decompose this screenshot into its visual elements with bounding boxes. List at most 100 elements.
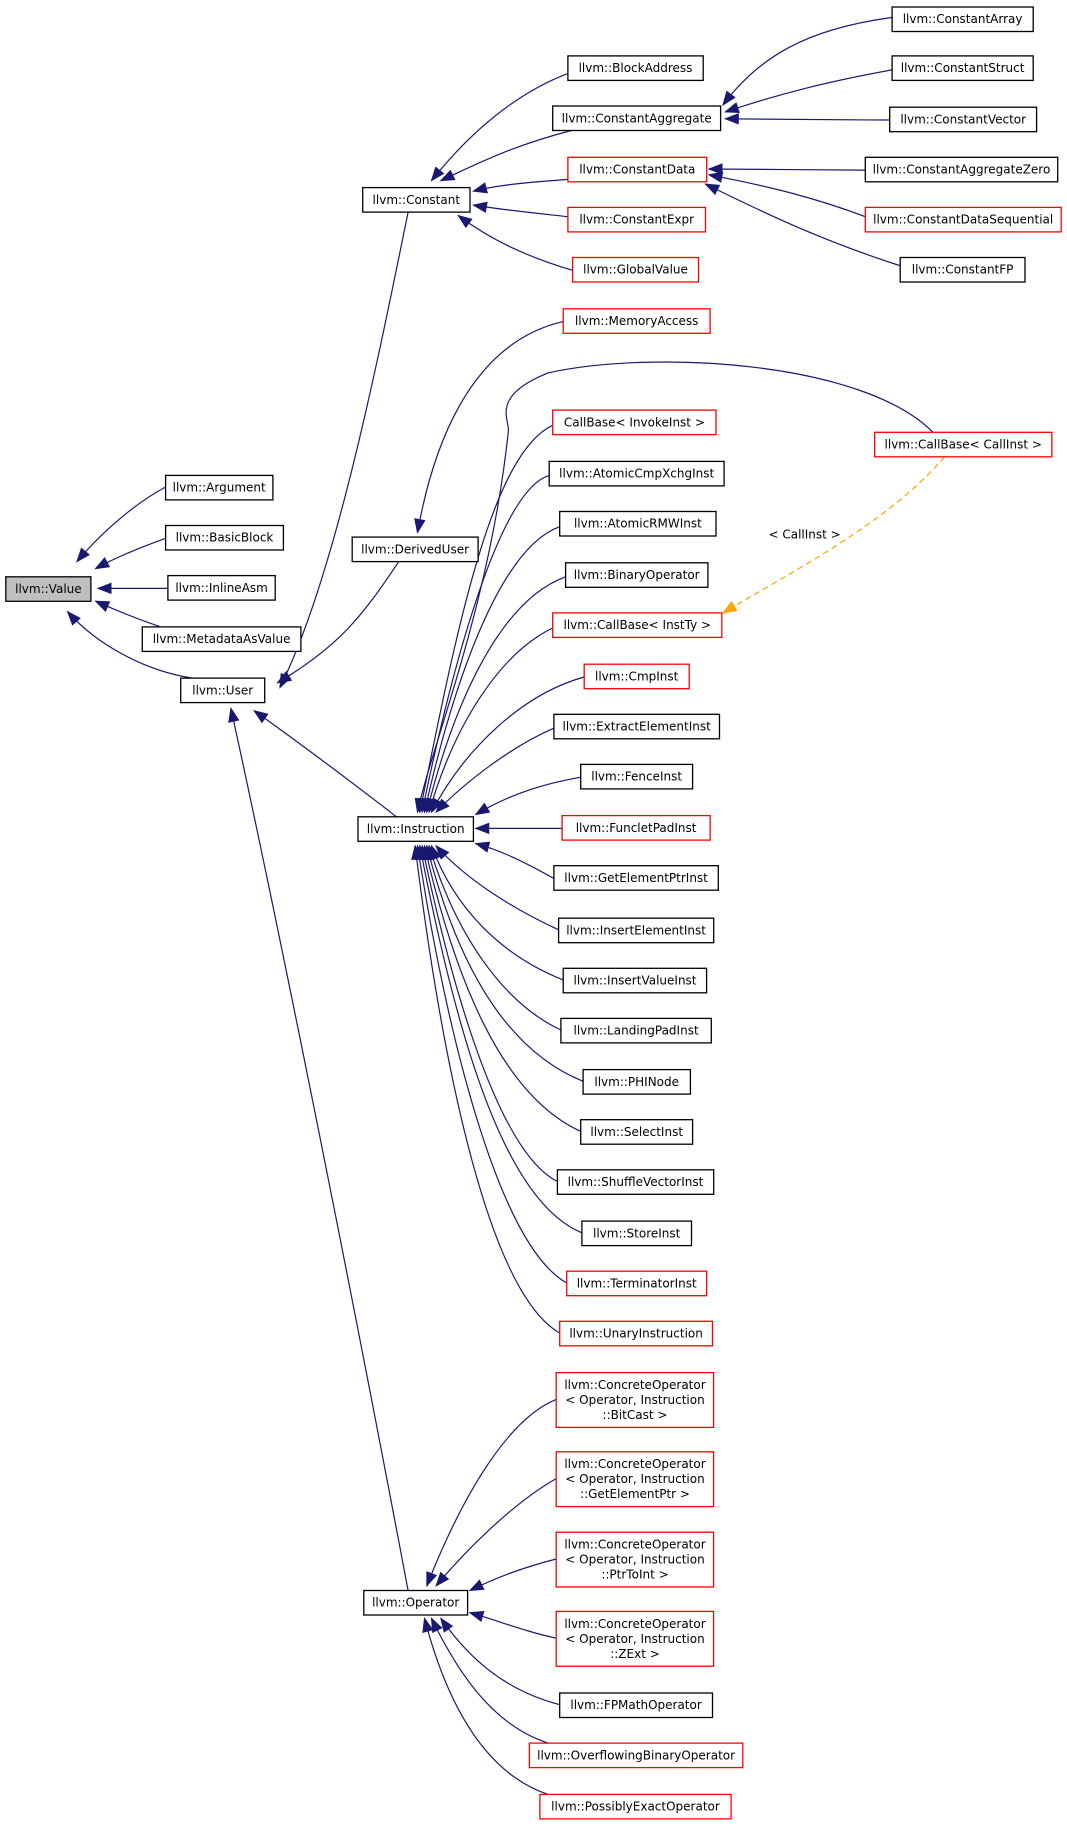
class-node-funcletpad[interactable]: llvm::FuncletPadInst bbox=[561, 814, 711, 841]
class-node-label: ::ZExt > bbox=[610, 1647, 660, 1661]
class-node-box bbox=[891, 6, 1034, 33]
inheritance-edge bbox=[279, 211, 409, 688]
class-node-cobitcast[interactable]: llvm::ConcreteOperator< Operator, Instru… bbox=[555, 1371, 715, 1429]
class-node-box bbox=[362, 186, 471, 213]
class-node-label: llvm::InsertValueInst bbox=[573, 974, 696, 988]
class-node-box bbox=[580, 763, 694, 790]
edge-arrowhead bbox=[472, 182, 488, 194]
class-node-box bbox=[552, 105, 722, 132]
class-node-operator[interactable]: llvm::Operator bbox=[363, 1589, 469, 1616]
class-node-value[interactable]: llvm::Value bbox=[5, 576, 92, 602]
class-node-cmpinst[interactable]: llvm::CmpInst bbox=[583, 663, 690, 690]
edge-arrowhead bbox=[430, 166, 445, 182]
class-node-globalvalue[interactable]: llvm::GlobalValue bbox=[571, 256, 700, 283]
class-node-box bbox=[552, 612, 723, 639]
class-node-extractelement[interactable]: llvm::ExtractElementInst bbox=[553, 713, 721, 740]
class-node-label: ::PtrToInt > bbox=[601, 1568, 668, 1582]
class-node-label: llvm::Constant bbox=[373, 193, 461, 207]
class-node-coptrtoint[interactable]: llvm::ConcreteOperator< Operator, Instru… bbox=[555, 1531, 715, 1588]
class-node-label: llvm::CallBase< InstTy > bbox=[564, 618, 712, 632]
class-node-gep[interactable]: llvm::GetElementPtrInst bbox=[553, 865, 719, 891]
edge-arrowhead bbox=[253, 709, 269, 724]
inheritance-edge bbox=[67, 611, 193, 679]
inheritance-edge bbox=[423, 526, 560, 813]
class-node-constant[interactable]: llvm::Constant bbox=[362, 186, 471, 213]
inheritance-edge bbox=[475, 776, 581, 816]
class-node-memoryaccess[interactable]: llvm::MemoryAccess bbox=[562, 308, 711, 334]
class-node-box bbox=[141, 626, 302, 653]
class-node-constantfp[interactable]: llvm::ConstantFP bbox=[899, 256, 1026, 283]
class-node-instruction[interactable]: llvm::Instruction bbox=[357, 816, 475, 842]
class-node-constantdata[interactable]: llvm::ConstantData bbox=[567, 156, 708, 183]
inheritance-edge bbox=[419, 424, 553, 813]
class-node-constantdatasequential[interactable]: llvm::ConstantDataSequential bbox=[864, 206, 1062, 233]
class-node-metadataasvalue[interactable]: llvm::MetadataAsValue bbox=[141, 626, 302, 653]
class-node-label: llvm::ConcreteOperator bbox=[564, 1457, 705, 1471]
class-node-label: llvm::ShuffleVectorInst bbox=[568, 1175, 704, 1189]
class-node-cogep[interactable]: llvm::ConcreteOperator< Operator, Instru… bbox=[555, 1451, 715, 1508]
class-node-label: llvm::BinaryOperator bbox=[574, 568, 700, 582]
class-node-constantstruct[interactable]: llvm::ConstantStruct bbox=[891, 55, 1034, 82]
class-node-atomiccmpxchg[interactable]: llvm::AtomicCmpXchgInst bbox=[548, 460, 725, 487]
class-node-overflowingbinop[interactable]: llvm::OverflowingBinaryOperator bbox=[528, 1742, 744, 1769]
class-node-label: ::GetElementPtr > bbox=[580, 1487, 690, 1501]
class-node-callbaseinstty[interactable]: llvm::CallBase< InstTy > bbox=[552, 612, 723, 639]
inheritance-edge bbox=[440, 1618, 560, 1706]
class-node-box bbox=[559, 1692, 714, 1719]
class-node-label: llvm::UnaryInstruction bbox=[569, 1327, 703, 1341]
class-node-user[interactable]: llvm::User bbox=[180, 677, 266, 704]
class-node-fpmathoperator[interactable]: llvm::FPMathOperator bbox=[559, 1692, 714, 1719]
class-node-constantexpr[interactable]: llvm::ConstantExpr bbox=[567, 206, 707, 233]
class-node-argument[interactable]: llvm::Argument bbox=[164, 474, 274, 501]
class-node-label: llvm::ConstantAggregate bbox=[562, 111, 712, 125]
inheritance-edge bbox=[428, 845, 562, 1031]
class-node-box bbox=[571, 256, 700, 283]
class-node-storeinst[interactable]: llvm::StoreInst bbox=[581, 1220, 693, 1247]
class-node-box bbox=[164, 524, 285, 551]
inheritance-edge bbox=[430, 676, 585, 813]
class-node-constantvector[interactable]: llvm::ConstantVector bbox=[889, 106, 1038, 133]
class-node-box bbox=[548, 460, 725, 487]
class-node-unaryinstruction[interactable]: llvm::UnaryInstruction bbox=[559, 1320, 714, 1347]
class-node-box bbox=[555, 1451, 715, 1508]
class-node-callbaseinvoke[interactable]: CallBase< InvokeInst > bbox=[552, 409, 717, 436]
inheritance-edge bbox=[416, 321, 564, 533]
class-node-box bbox=[555, 1531, 715, 1588]
class-node-label: ::BitCast > bbox=[603, 1408, 668, 1422]
class-node-selectinst[interactable]: llvm::SelectInst bbox=[580, 1119, 694, 1145]
edge-arrowhead bbox=[472, 201, 488, 213]
class-node-fenceinst[interactable]: llvm::FenceInst bbox=[580, 763, 694, 790]
inheritance-edge bbox=[473, 204, 568, 218]
class-node-label: llvm::ConcreteOperator bbox=[564, 1378, 705, 1392]
class-node-insertvalue[interactable]: llvm::InsertValueInst bbox=[562, 967, 708, 994]
class-node-label: llvm::GlobalValue bbox=[583, 263, 688, 277]
class-node-constantaggregate[interactable]: llvm::ConstantAggregate bbox=[552, 105, 722, 132]
class-node-box bbox=[891, 55, 1034, 82]
class-node-blockaddress[interactable]: llvm::BlockAddress bbox=[567, 55, 704, 82]
class-node-constantaggregatezero[interactable]: llvm::ConstantAggregateZero bbox=[864, 156, 1059, 183]
class-node-landingpad[interactable]: llvm::LandingPadInst bbox=[560, 1017, 712, 1044]
class-node-deriveduser[interactable]: llvm::DerivedUser bbox=[351, 536, 479, 563]
class-node-basicblock[interactable]: llvm::BasicBlock bbox=[164, 524, 285, 551]
edge-arrowhead bbox=[430, 797, 443, 814]
class-node-possiblyexact[interactable]: llvm::PossiblyExactOperator bbox=[539, 1793, 732, 1820]
class-node-binaryoperator[interactable]: llvm::BinaryOperator bbox=[564, 562, 709, 588]
class-node-box bbox=[562, 308, 711, 334]
edge-arrowhead bbox=[468, 1579, 485, 1592]
class-node-callbasecallinst[interactable]: llvm::CallBase< CallInst > bbox=[873, 431, 1053, 458]
class-node-label: llvm::DerivedUser bbox=[361, 542, 469, 556]
class-node-box bbox=[5, 576, 92, 602]
class-node-cozext[interactable]: llvm::ConcreteOperator< Operator, Instru… bbox=[555, 1610, 715, 1667]
edge-arrowhead bbox=[474, 802, 491, 816]
class-node-phinode[interactable]: llvm::PHINode bbox=[582, 1068, 692, 1095]
class-node-inlineasm[interactable]: llvm::InlineAsm bbox=[167, 574, 276, 601]
class-node-constantarray[interactable]: llvm::ConstantArray bbox=[891, 6, 1034, 33]
edge-arrowhead bbox=[721, 601, 738, 614]
class-node-shufflevector[interactable]: llvm::ShuffleVectorInst bbox=[556, 1169, 715, 1195]
class-node-insertelement[interactable]: llvm::InsertElementInst bbox=[557, 917, 715, 944]
class-node-label: llvm::FenceInst bbox=[591, 770, 682, 784]
class-node-atomicrmw[interactable]: llvm::AtomicRMWInst bbox=[559, 510, 717, 537]
class-node-box bbox=[560, 1017, 712, 1044]
inheritance-edge bbox=[253, 710, 397, 818]
class-node-terminatorinst[interactable]: llvm::TerminatorInst bbox=[566, 1270, 708, 1297]
